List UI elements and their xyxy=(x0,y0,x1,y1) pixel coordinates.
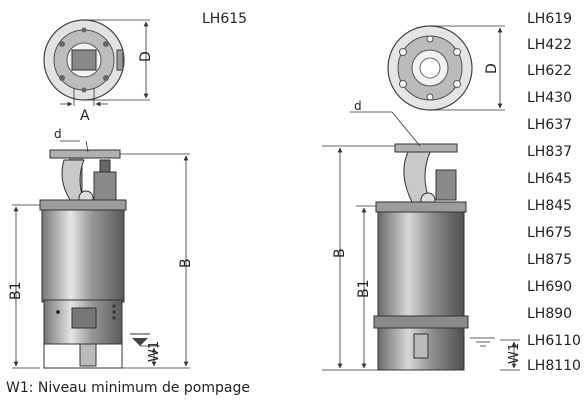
right-dim-W1-label: W1 xyxy=(507,343,522,364)
model-label: LH8110 xyxy=(527,358,581,374)
model-label: LH619 xyxy=(527,11,573,27)
left-dim-B1-label: B1 xyxy=(8,281,24,300)
footnote: W1: Niveau minimum de pompage xyxy=(6,380,250,396)
left-pump-side-view: d B B1 W1 xyxy=(8,127,194,369)
model-label: LH675 xyxy=(527,225,573,241)
left-dim-d-label: d xyxy=(54,127,62,141)
right-dim-B-label: B xyxy=(332,248,348,258)
left-dim-W1-label: W1 xyxy=(147,341,162,362)
model-label: LH845 xyxy=(527,198,573,214)
model-label: LH837 xyxy=(527,144,573,160)
left-pump-model-label: LH615 xyxy=(202,11,248,27)
left-dim-A-label: A xyxy=(80,108,90,124)
model-label: LH890 xyxy=(527,306,573,322)
model-label: LH422 xyxy=(527,37,573,53)
right-pump-top-view: D xyxy=(387,25,505,111)
left-pump-top-view: D A xyxy=(43,19,154,124)
model-label: LH430 xyxy=(527,90,573,106)
model-label: LH645 xyxy=(527,171,573,187)
right-dim-d-label: d xyxy=(354,99,362,113)
model-label: LH622 xyxy=(527,63,573,79)
right-dim-B1-label: B1 xyxy=(356,279,372,298)
left-dim-B-label: B xyxy=(178,258,194,268)
model-label: LH6110 xyxy=(527,333,581,349)
model-label: LH637 xyxy=(527,117,573,133)
model-label: LH690 xyxy=(527,279,573,295)
right-dim-D-label: D xyxy=(484,63,500,74)
right-pump-side-view: d B B1 W1 xyxy=(322,99,522,371)
left-dim-D-label: D xyxy=(138,51,154,62)
model-label: LH875 xyxy=(527,252,573,268)
